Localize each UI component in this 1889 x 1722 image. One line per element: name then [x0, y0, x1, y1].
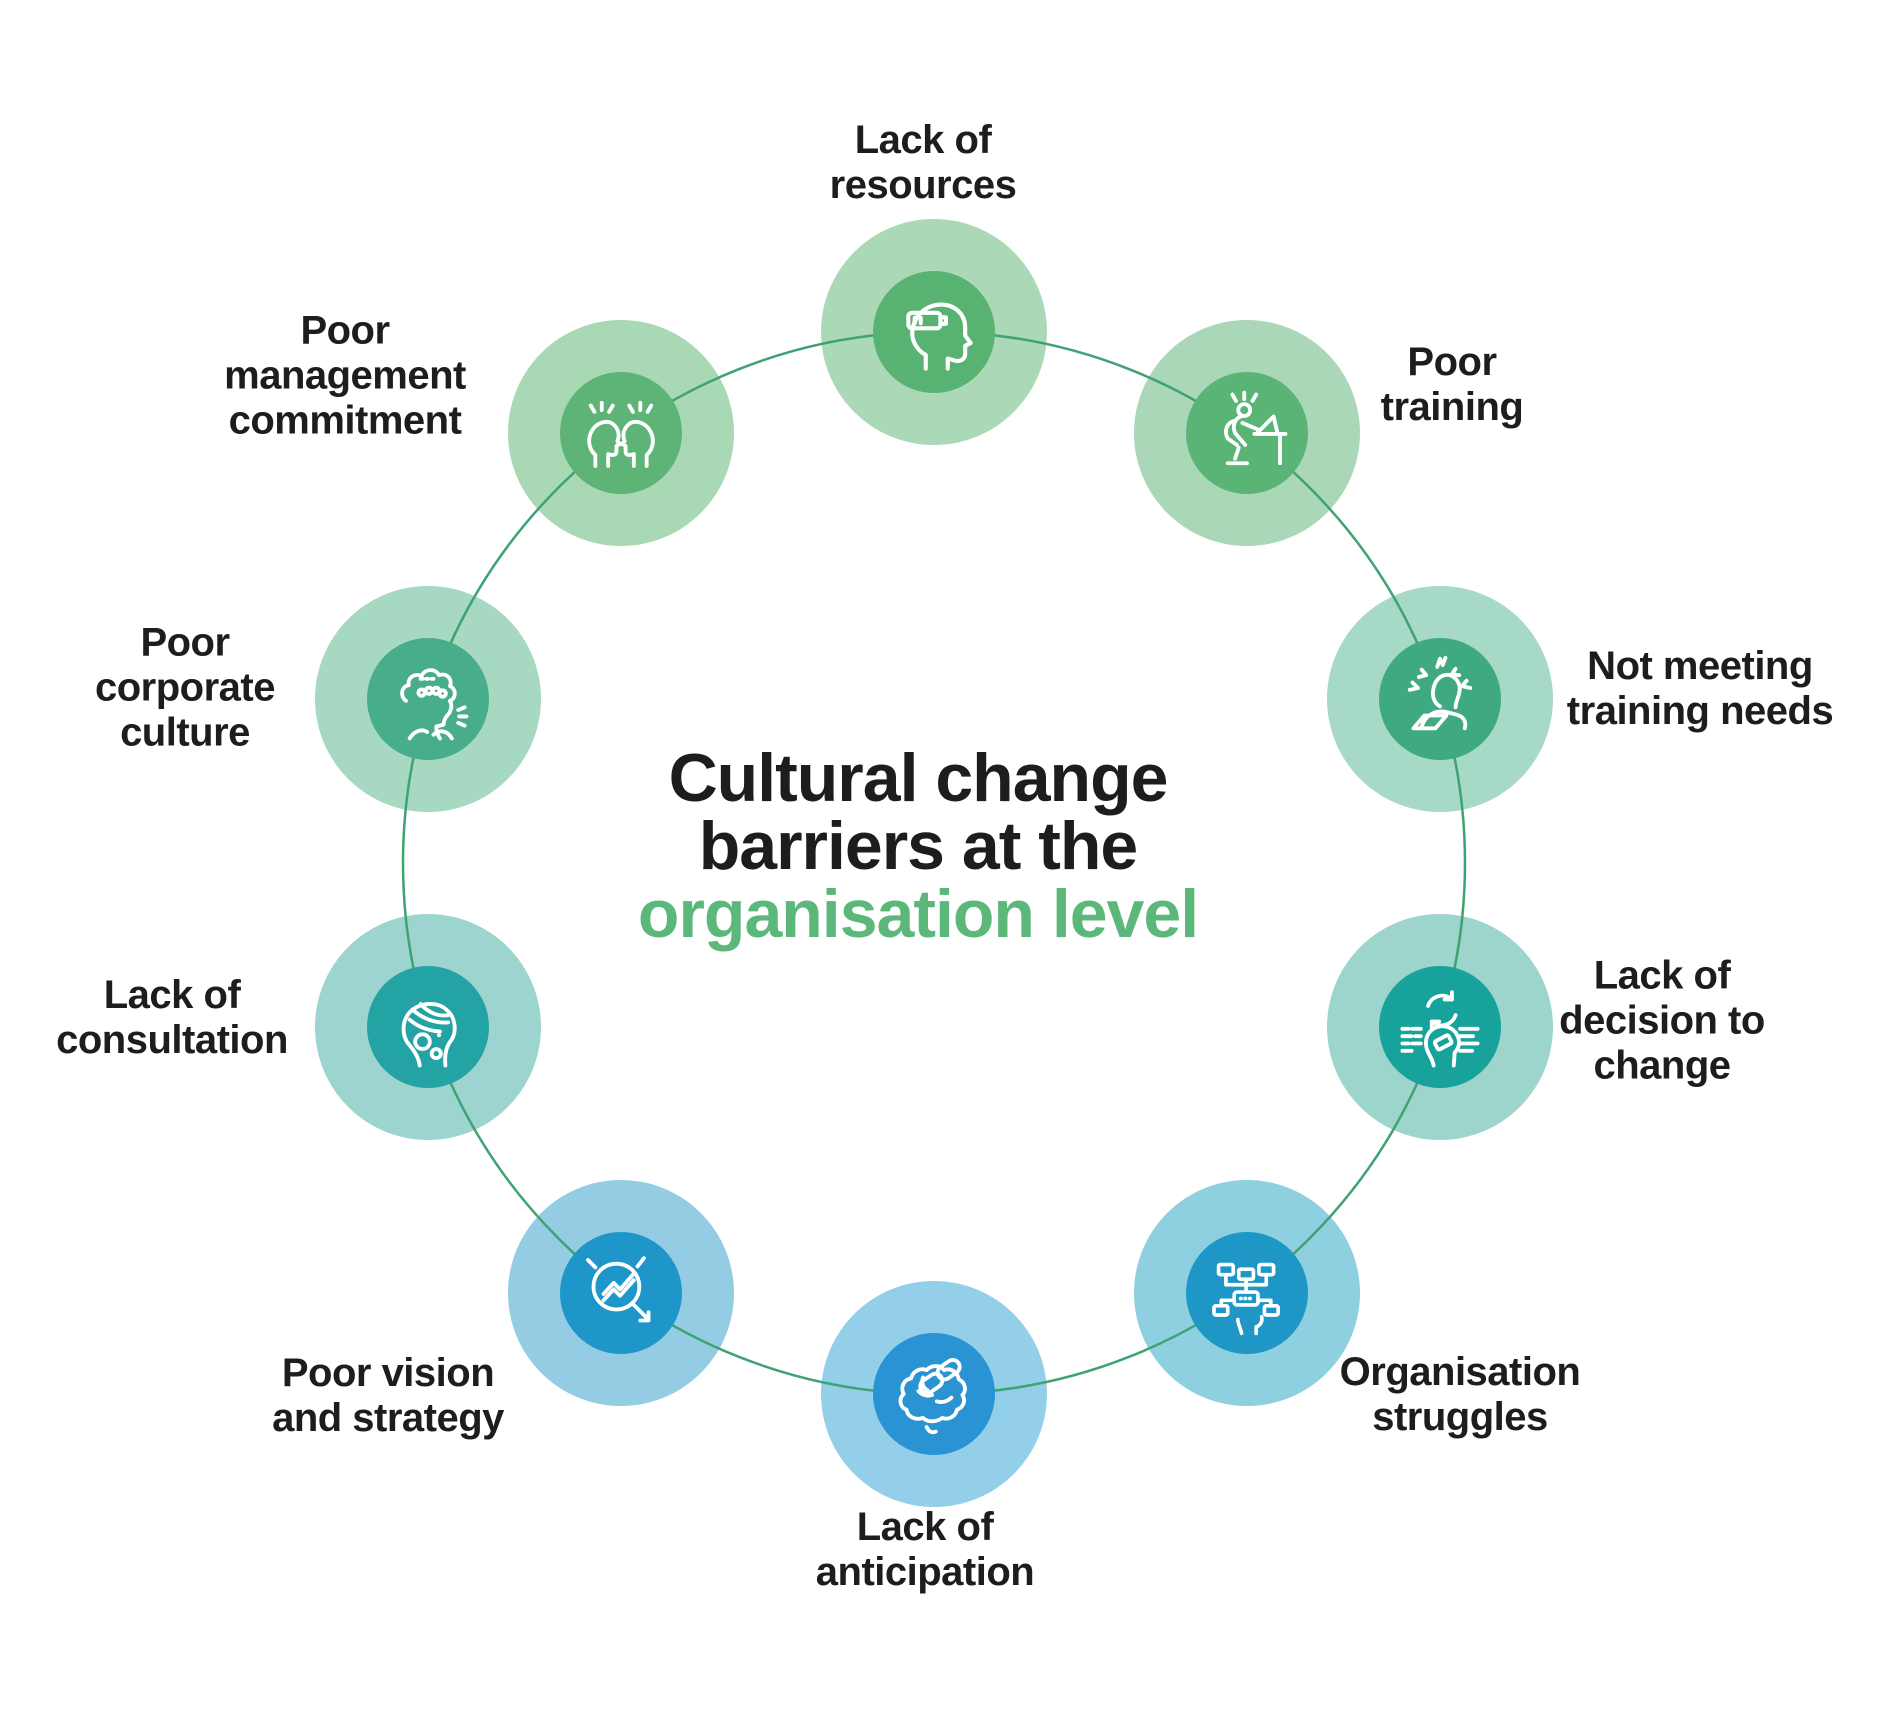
label-lack-of-decision-to-change-line-2: decision to	[1559, 998, 1765, 1043]
brain-chain-icon	[890, 1350, 978, 1438]
node-circle-inner-lack-of-decision-to-change	[1379, 966, 1501, 1088]
label-poor-corporate-culture-line-1: Poor	[140, 620, 230, 665]
label-organisation-struggles-line-1: Organisation	[1339, 1350, 1581, 1394]
node-circle-inner-poor-training	[1186, 372, 1308, 494]
label-poor-training-line-2: training	[1380, 385, 1524, 429]
label-poor-corporate-culture-line-3: culture	[120, 710, 250, 755]
node-circle-inner-lack-of-consultation	[367, 966, 489, 1088]
title-line-2: barriers at the	[698, 808, 1139, 884]
label-lack-of-resources-line-2: resources	[829, 163, 1017, 207]
desk-worker-icon	[1203, 389, 1291, 477]
node-circle-inner-poor-corporate-culture	[367, 638, 489, 760]
label-lack-of-anticipation-line-2: anticipation	[815, 1550, 1035, 1594]
label-poor-vision-and-strategy-line-2: and strategy	[272, 1396, 504, 1440]
label-poor-training-line-1: Poor	[1407, 340, 1497, 384]
diagram-title: Cultural change barriers at the organisa…	[637, 740, 1199, 952]
label-not-meeting-training-needs-line-2: training needs	[1566, 689, 1834, 733]
node-circle-inner-not-meeting-training-needs	[1379, 638, 1501, 760]
bandage-head-icon	[384, 983, 472, 1071]
label-poor-management-commitment-line-1: Poor	[300, 308, 390, 353]
mindmap-head-icon	[1203, 1249, 1291, 1337]
magnifier-chart-icon	[577, 1249, 665, 1337]
label-lack-of-decision-to-change-line-3: change	[1593, 1043, 1731, 1088]
label-not-meeting-training-needs-line-1: Not meeting	[1587, 644, 1813, 688]
thinking-bust-icon	[384, 655, 472, 743]
label-lack-of-resources-line-1: Lack of	[854, 118, 992, 162]
label-lack-of-consultation-line-1: Lack of	[103, 973, 241, 1017]
label-lack-of-decision-to-change-line-1: Lack of	[1593, 953, 1731, 998]
node-circle-inner-lack-of-resources	[873, 271, 995, 393]
label-poor-vision-and-strategy-line-1: Poor vision	[281, 1351, 495, 1395]
label-poor-corporate-culture-line-2: corporate	[95, 665, 276, 710]
node-circle-inner-lack-of-anticipation	[873, 1333, 995, 1455]
label-poor-management-commitment-line-2: management	[224, 353, 466, 398]
label-lack-of-consultation-line-2: consultation	[56, 1018, 288, 1062]
two-heads-icon	[577, 389, 665, 477]
label-poor-management-commitment-line-3: commitment	[228, 398, 462, 443]
node-circle-inner-poor-vision-and-strategy	[560, 1232, 682, 1354]
label-lack-of-anticipation-line-1: Lack of	[856, 1505, 994, 1549]
battery-head-icon	[890, 288, 978, 376]
head-refresh-icon	[1396, 983, 1484, 1071]
title-line-1: Cultural change	[668, 740, 1169, 816]
label-organisation-struggles-line-2: struggles	[1372, 1395, 1548, 1439]
node-circle-inner-organisation-struggles	[1186, 1232, 1308, 1354]
stressed-laptop-icon	[1396, 655, 1484, 743]
title-line-3: organisation level	[637, 876, 1199, 952]
node-circle-inner-poor-management-commitment	[560, 372, 682, 494]
